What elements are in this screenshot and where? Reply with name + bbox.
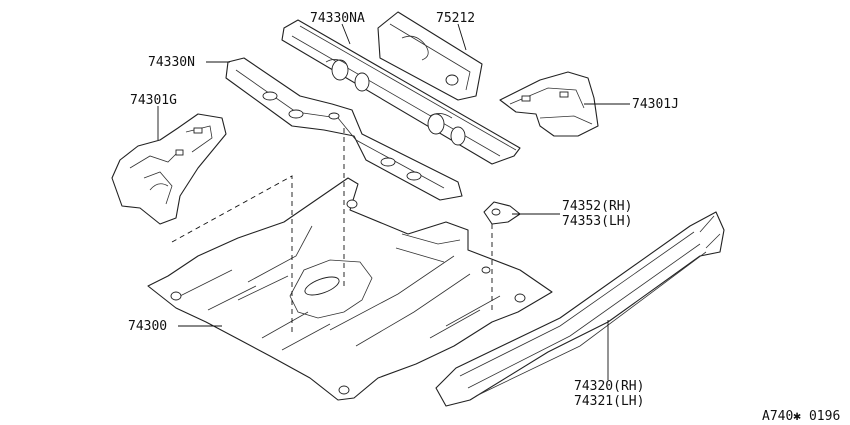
diagram-code: A740✱ 0196 bbox=[762, 409, 840, 424]
label-74320: 74320(RH) bbox=[574, 379, 644, 394]
alignment-lines bbox=[171, 128, 493, 336]
label-74353: 74353(LH) bbox=[562, 214, 632, 229]
label-74321: 74321(LH) bbox=[574, 394, 644, 409]
label-74300: 74300 bbox=[128, 319, 167, 334]
part-74320-74321 bbox=[435, 211, 725, 407]
label-74301G: 74301G bbox=[130, 93, 177, 108]
part-74330NA bbox=[281, 19, 521, 165]
part-74301J bbox=[499, 71, 599, 137]
part-75212 bbox=[377, 11, 483, 101]
label-75212: 75212 bbox=[436, 11, 475, 26]
label-74330NA: 74330NA bbox=[310, 11, 365, 26]
part-74301G bbox=[111, 113, 227, 225]
label-74352: 74352(RH) bbox=[562, 199, 632, 214]
leader-lines bbox=[157, 23, 630, 380]
part-74352-74353 bbox=[483, 201, 521, 225]
part-74300 bbox=[147, 177, 553, 401]
label-74301J: 74301J bbox=[632, 97, 679, 112]
label-74330N: 74330N bbox=[148, 55, 195, 70]
part-labels: 74330NA 75212 74330N 74301G 74301J 74352… bbox=[128, 11, 840, 424]
